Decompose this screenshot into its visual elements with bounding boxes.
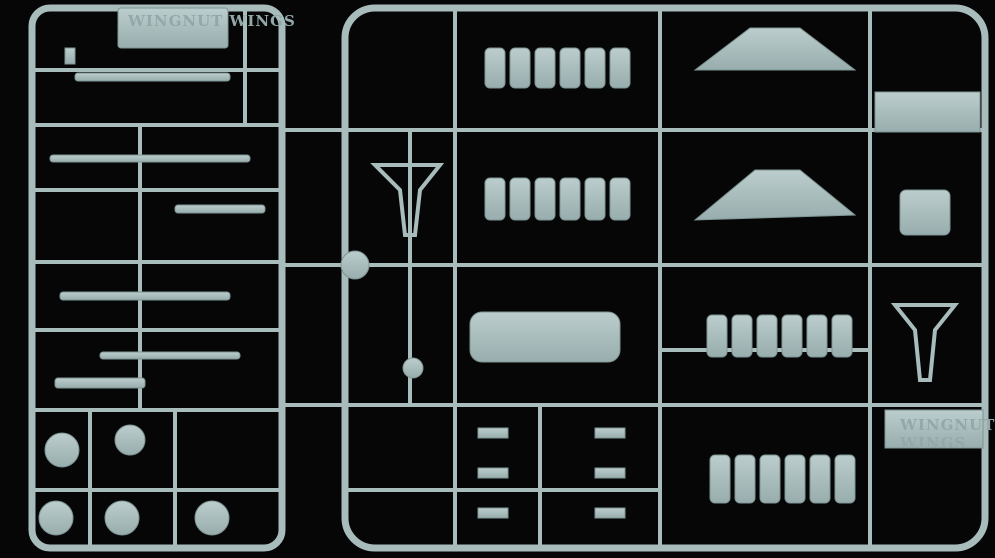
cylinder-banks — [484, 47, 856, 504]
right-sprue-frame — [282, 4, 989, 552]
parts — [38, 7, 984, 536]
small-parts — [477, 427, 626, 519]
wingnut-logo: WINGNUT WINGS — [900, 416, 995, 452]
wingnut-logo: WINGNUT WINGS — [128, 12, 296, 30]
left-sprue-frame — [28, 4, 286, 552]
